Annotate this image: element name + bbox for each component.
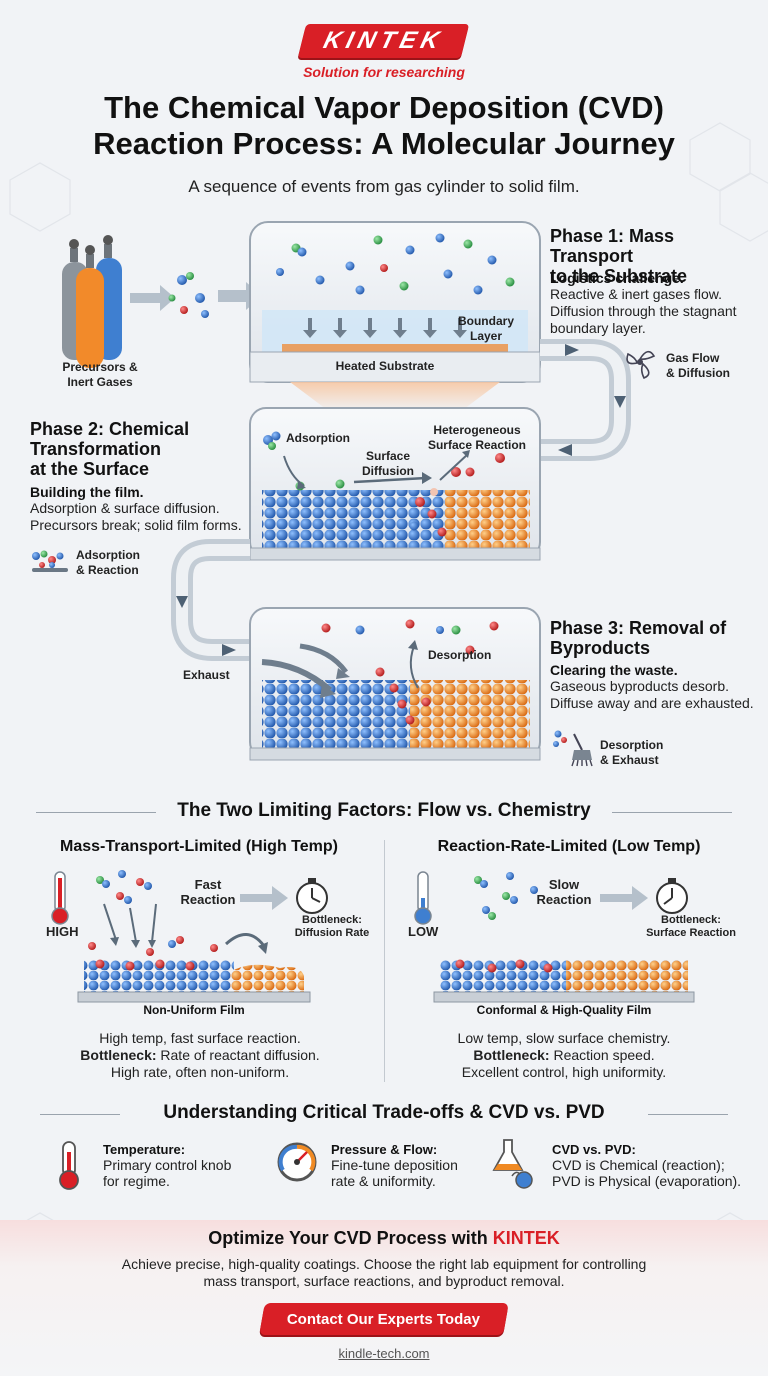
cta-band: [0, 1220, 768, 1376]
gas-flow-label: Gas Flow & Diffusion: [666, 351, 730, 380]
chamber3-molecules: [321, 619, 499, 725]
brand-header: KINTEK Solution for researching: [290, 24, 478, 84]
temp-low-label: LOW: [408, 924, 439, 939]
desorption-label: Desorption: [428, 648, 492, 662]
desorption-exhaust-label: Desorption & Exhaust: [600, 738, 664, 767]
tradeoff-rule-left: [40, 1114, 120, 1115]
mass-transport-description: High temp, fast surface reaction. Bottle…: [80, 1030, 320, 1080]
phase2-title: Phase 2: Chemical Transformation at the …: [30, 419, 190, 479]
cvd-process-diagram: [32, 221, 656, 767]
bottleneck-surface-label: Bottleneck: Surface Reaction: [646, 914, 736, 939]
section-rule-right: [612, 812, 732, 813]
tradeoff-temperature: Temperature: Primary control knob for re…: [103, 1142, 232, 1189]
phase3-body: Gaseous byproducts desorb. Diffuse away …: [550, 678, 754, 711]
phase1-title: Phase 1: Mass Transport to the Substrate: [550, 226, 688, 286]
non-uniform-film-label: Non-Uniform Film: [143, 1003, 245, 1017]
chamber2-molecules: [263, 431, 505, 537]
fast-reaction-label: Fast Reaction: [180, 877, 236, 907]
flask-icon: [492, 1139, 533, 1189]
tradeoff-icons: [59, 1139, 533, 1190]
reaction-rate-title: Reaction-Rate-Limited (Low Temp): [437, 838, 701, 855]
phase1-lead: Logistics challenge.: [550, 270, 684, 286]
tradeoff-cvd-vs-pvd: CVD vs. PVD: CVD is Chemical (reaction);…: [552, 1142, 742, 1189]
fan-icon: [626, 350, 656, 380]
page-title-line2: Reaction Process: A Molecular Journey: [93, 126, 675, 161]
thermometer-high-icon: [51, 871, 69, 925]
limiting-factors-diagram: [51, 870, 695, 1003]
bottleneck-diffusion-label: Bottleneck: Diffusion Rate: [294, 914, 370, 939]
contact-experts-button[interactable]: Contact Our Experts Today: [259, 1303, 509, 1335]
chamber1-molecules: [276, 233, 515, 295]
desorption-exhaust-icon: [553, 730, 593, 767]
mass-transport-title: Mass-Transport-Limited (High Temp): [60, 838, 338, 855]
phase3-lead: Clearing the waste.: [550, 662, 678, 678]
page-title: The Chemical Vapor Deposition (CVD) Reac…: [20, 90, 748, 162]
heterogeneous-reaction-label: Heterogeneous Surface Reaction: [427, 423, 527, 452]
boundary-layer-label: Boundary Layer: [457, 314, 514, 343]
adsorption-label: Adsorption: [286, 431, 350, 445]
conformal-film-label: Conformal & High-Quality Film: [476, 1003, 652, 1017]
tradeoffs-title: Understanding Critical Trade-offs & CVD …: [163, 1102, 605, 1123]
page-subtitle: A sequence of events from gas cylinder t…: [188, 177, 580, 196]
phase2-lead: Building the film.: [30, 484, 144, 500]
phase2-body: Adsorption & surface diffusion. Precurso…: [30, 500, 242, 533]
brand-logo: KINTEK: [298, 24, 470, 58]
phase1-body: Reactive & inert gases flow. Diffusion t…: [550, 286, 737, 336]
brand-tagline: Solution for researching: [303, 64, 465, 80]
section-rule-left: [36, 812, 156, 813]
gas-cylinders-icon: [62, 235, 122, 368]
tradeoff-pressure: Pressure & Flow: Fine-tune deposition ra…: [331, 1142, 458, 1189]
surface-diffusion-label: Surface Diffusion: [362, 449, 414, 478]
adsorption-reaction-label: Adsorption & Reaction: [76, 548, 140, 577]
thermometer-low-icon: [414, 871, 432, 925]
tradeoff-rule-right: [648, 1114, 728, 1115]
limiting-factors-title: The Two Limiting Factors: Flow vs. Chemi…: [177, 800, 591, 821]
adsorption-reaction-icon: [32, 550, 68, 572]
stopwatch-slow-icon: [656, 878, 688, 914]
slow-reaction-label: Slow Reaction: [536, 877, 592, 907]
page-title-line1: The Chemical Vapor Deposition (CVD): [104, 90, 664, 125]
pressure-gauge-icon: [277, 1142, 317, 1182]
cta-title: Optimize Your CVD Process with KINTEK: [208, 1228, 560, 1248]
heated-substrate-label: Heated Substrate: [335, 359, 435, 373]
gas-source-label: Precursors & Inert Gases: [62, 360, 138, 389]
reaction-rate-description: Low temp, slow surface chemistry. Bottle…: [457, 1030, 671, 1080]
temp-high-label: HIGH: [46, 924, 79, 939]
column-divider: [384, 840, 385, 1082]
stopwatch-fast-icon: [296, 878, 328, 914]
cta-body: Achieve precise, high-quality coatings. …: [121, 1256, 647, 1289]
phase3-title: Phase 3: Removal of Byproducts: [550, 618, 727, 658]
exhaust-label: Exhaust: [183, 668, 230, 682]
footer-link[interactable]: kindle-tech.com: [338, 1346, 430, 1361]
thermometer-icon: [59, 1141, 79, 1190]
